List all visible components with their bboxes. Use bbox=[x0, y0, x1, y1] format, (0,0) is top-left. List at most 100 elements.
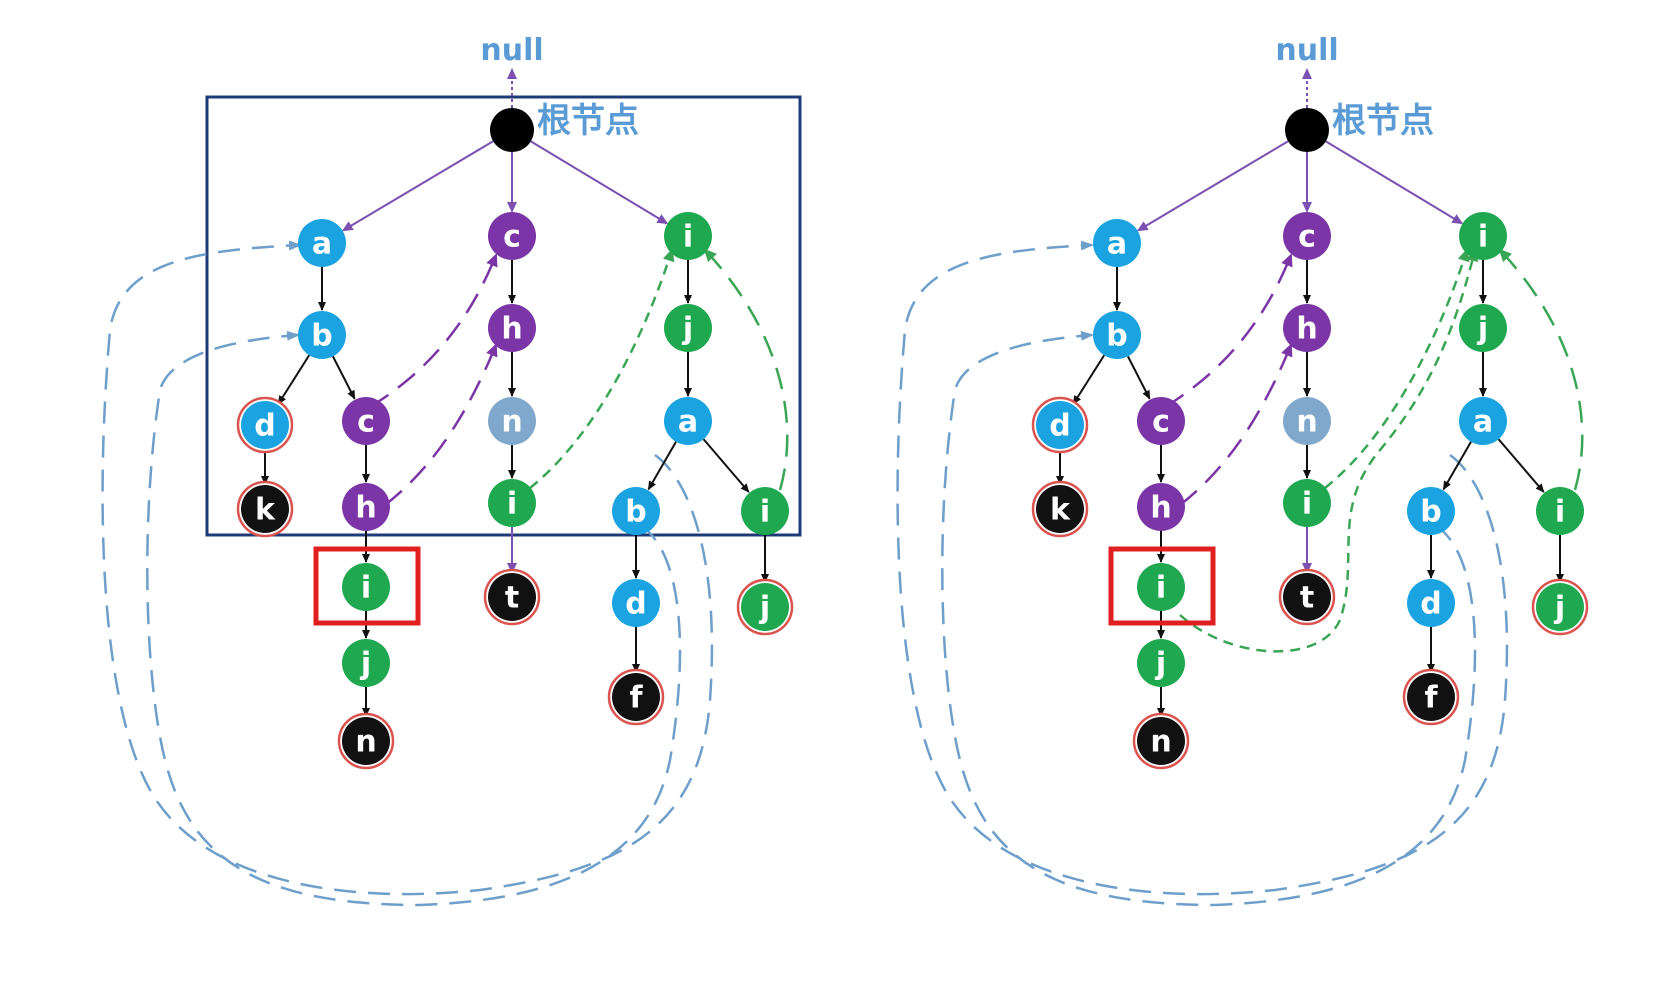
trie-node-i: i bbox=[664, 212, 712, 260]
trie-node-b: b bbox=[1407, 487, 1455, 535]
trie-node-d: d bbox=[1031, 396, 1089, 454]
node-circle bbox=[612, 673, 660, 721]
node-letter: j bbox=[682, 312, 693, 347]
node-letter: h bbox=[1296, 312, 1317, 347]
node-letter: t bbox=[1300, 581, 1314, 616]
node-circle bbox=[741, 583, 789, 631]
node-circle bbox=[664, 304, 712, 352]
node-letter: d bbox=[1049, 409, 1070, 444]
trie-node-a: a bbox=[664, 397, 712, 445]
node-letter: j bbox=[759, 591, 770, 626]
node-circle bbox=[1137, 483, 1185, 531]
node-letter: i bbox=[361, 571, 371, 606]
node-circle bbox=[298, 219, 346, 267]
trie-node-a: a bbox=[1093, 219, 1141, 267]
tree-edge bbox=[1072, 354, 1106, 405]
fail-link-purple bbox=[369, 253, 498, 409]
trie-node-f: f bbox=[1402, 668, 1460, 726]
node-circle bbox=[488, 479, 536, 527]
node-circle bbox=[741, 487, 789, 535]
node-letter: a bbox=[678, 405, 698, 440]
fail-link-blue bbox=[941, 330, 1477, 907]
node-circle bbox=[1283, 304, 1331, 352]
node-letter: i bbox=[760, 495, 770, 530]
node-circle bbox=[1283, 479, 1331, 527]
null-label: null bbox=[1275, 33, 1338, 68]
trie-node-j: j bbox=[736, 578, 794, 636]
node-circle bbox=[1137, 639, 1185, 687]
trie-node-i: i bbox=[741, 487, 789, 535]
node-circle bbox=[342, 397, 390, 445]
trie-node-h: h bbox=[342, 483, 390, 531]
node-letter: h bbox=[1150, 491, 1171, 526]
node-circle bbox=[342, 563, 390, 611]
node-letter: d bbox=[1420, 587, 1441, 622]
trie-node-t: t bbox=[483, 568, 541, 626]
fail-link-green bbox=[1179, 248, 1479, 653]
node-letter: i bbox=[1302, 487, 1312, 522]
tree-edge bbox=[1497, 438, 1545, 493]
node-letter: c bbox=[357, 405, 375, 440]
node-letter: a bbox=[312, 227, 332, 262]
node-letter: c bbox=[1298, 220, 1316, 255]
node-letter: t bbox=[505, 581, 519, 616]
node-letter: n bbox=[501, 405, 522, 440]
node-letter: i bbox=[1555, 495, 1565, 530]
trie-node-k: k bbox=[236, 480, 294, 538]
node-letter: a bbox=[1107, 227, 1127, 262]
node-letter: h bbox=[355, 491, 376, 526]
trie-node-n: n bbox=[337, 712, 395, 770]
subtree-frame bbox=[205, 95, 802, 537]
node-circle bbox=[1407, 673, 1455, 721]
trie-node-c: c bbox=[488, 212, 536, 260]
node-circle bbox=[241, 485, 289, 533]
node-letter: b bbox=[1420, 495, 1441, 530]
failure-links bbox=[101, 240, 789, 907]
node-letter: f bbox=[629, 681, 643, 716]
trie-node-n: n bbox=[1283, 397, 1331, 445]
highlight-box bbox=[1108, 546, 1216, 626]
node-circle bbox=[241, 401, 289, 449]
node-letter: k bbox=[255, 493, 276, 528]
tree-edge bbox=[277, 354, 311, 405]
trie-node-d: d bbox=[612, 579, 660, 627]
node-circle bbox=[1536, 487, 1584, 535]
node-letter: f bbox=[1424, 681, 1438, 716]
tree-edge bbox=[702, 438, 750, 493]
node-circle bbox=[1407, 579, 1455, 627]
fail-link-blue bbox=[265, 528, 300, 660]
node-letter: i bbox=[683, 220, 693, 255]
node-circle bbox=[298, 311, 346, 359]
tree-edge bbox=[1127, 355, 1151, 400]
node-circle bbox=[1283, 573, 1331, 621]
node-circle bbox=[1459, 212, 1507, 260]
node-circle bbox=[1459, 304, 1507, 352]
node-letter: j bbox=[360, 647, 371, 682]
fail-link-green bbox=[703, 248, 789, 491]
node-letter: h bbox=[501, 312, 522, 347]
tree-edge bbox=[530, 140, 669, 225]
root-label: 根节点 bbox=[1332, 101, 1434, 141]
trie-node-n: n bbox=[1132, 712, 1190, 770]
root-label: 根节点 bbox=[537, 101, 639, 141]
node-circle bbox=[1137, 563, 1185, 611]
trie-node-h: h bbox=[488, 304, 536, 352]
node-circle bbox=[612, 487, 660, 535]
trie-node-c: c bbox=[1283, 212, 1331, 260]
fail-link-blue bbox=[896, 240, 1509, 896]
node-circle bbox=[1036, 401, 1084, 449]
node-letter: b bbox=[311, 319, 332, 354]
trie-node-i: i bbox=[1137, 563, 1185, 611]
node-circle bbox=[1093, 311, 1141, 359]
node-circle bbox=[612, 579, 660, 627]
node-circle bbox=[342, 717, 390, 765]
trie-node-j: j bbox=[1137, 639, 1185, 687]
node-circle bbox=[342, 483, 390, 531]
node-circle bbox=[1536, 583, 1584, 631]
trie-node-j: j bbox=[1531, 578, 1589, 636]
trie-node-i: i bbox=[1536, 487, 1584, 535]
node-circle bbox=[1036, 485, 1084, 533]
